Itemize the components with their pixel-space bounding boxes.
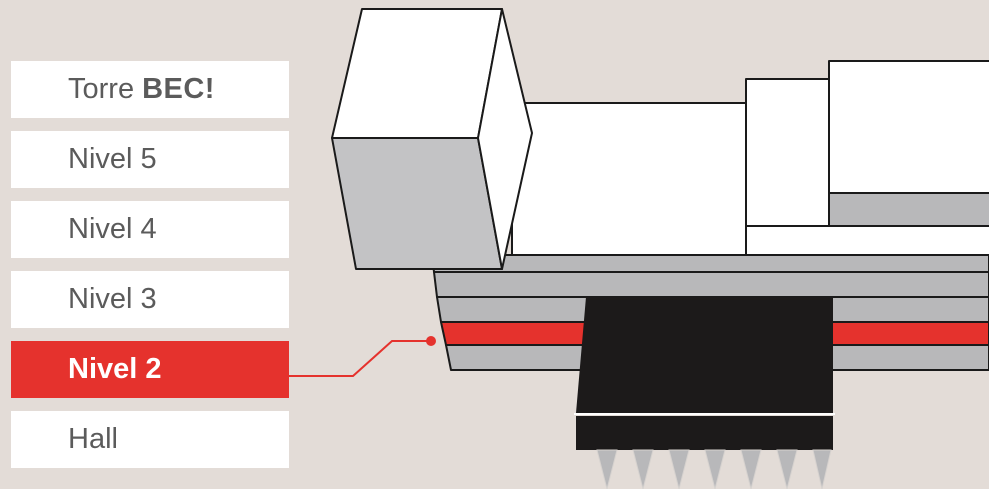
podium-base: [576, 416, 833, 450]
tower-block-mid: [745, 78, 830, 227]
slab-top: [431, 254, 989, 273]
menu-item-hall[interactable]: Hall: [11, 411, 289, 468]
menu-item-label: Nivel 3: [68, 283, 157, 315]
cantilever-box-front: [477, 8, 533, 270]
slab-level-4: [433, 271, 989, 298]
menu-item-torre-bec[interactable]: Torre BEC!: [11, 61, 289, 118]
menu-item-nivel-5[interactable]: Nivel 5: [11, 131, 289, 188]
tower-block-right-base: [828, 192, 989, 227]
leader-dot: [426, 336, 436, 346]
cantilever-box-side: [331, 137, 503, 270]
menu-item-nivel-4[interactable]: Nivel 4: [11, 201, 289, 258]
menu-item-label: Torre: [68, 73, 135, 105]
menu-item-label: Nivel 2: [68, 353, 162, 385]
menu-item-nivel-3[interactable]: Nivel 3: [11, 271, 289, 328]
support-columns: [596, 449, 832, 489]
podium-block: [576, 297, 833, 413]
cantilever-box-top: [331, 8, 503, 139]
brand-name: BEC!: [142, 73, 215, 105]
tower-block-main: [511, 102, 747, 256]
leader-line: [289, 340, 431, 377]
menu-item-nivel-2[interactable]: Nivel 2: [11, 341, 289, 398]
menu-item-label: Nivel 5: [68, 143, 157, 175]
tower-step: [745, 225, 989, 256]
menu-item-label: Nivel 4: [68, 213, 157, 245]
menu-item-label: Hall: [68, 423, 118, 455]
